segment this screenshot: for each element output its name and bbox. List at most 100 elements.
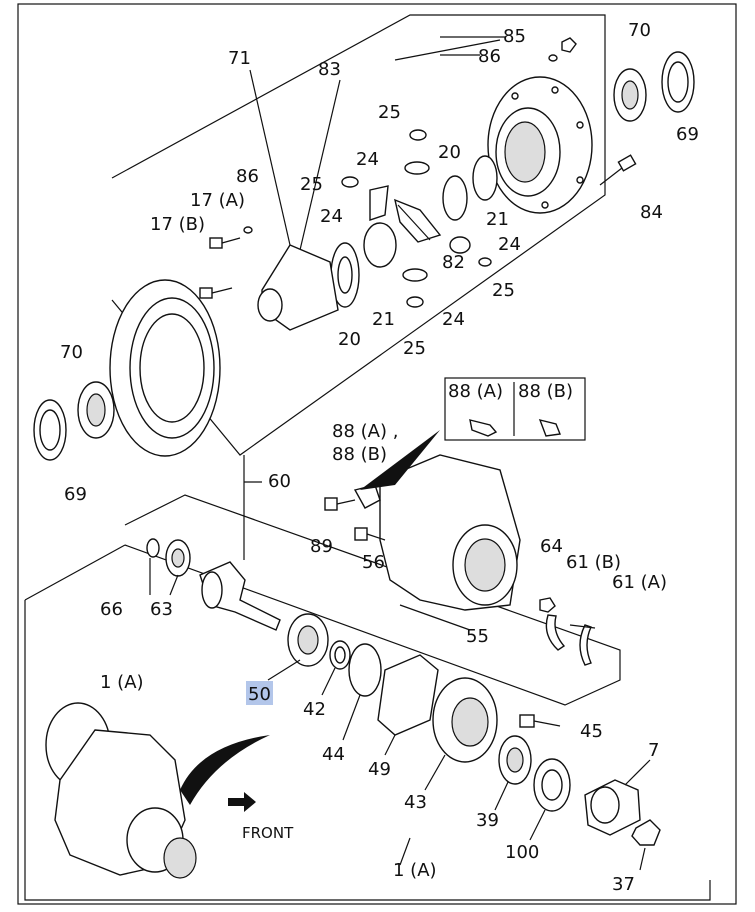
diagram-frame	[17, 3, 737, 905]
leader-50	[267, 659, 301, 681]
label-7: 7	[648, 740, 659, 761]
leader-7	[624, 759, 651, 786]
nut-64	[539, 597, 556, 613]
label-24-d: 24	[442, 309, 465, 330]
label-1a-bottom: 1 (A)	[393, 860, 437, 881]
label-44: 44	[322, 744, 345, 765]
bolt-56	[354, 527, 386, 541]
label-84: 84	[640, 202, 663, 223]
label-25-b: 25	[300, 174, 323, 195]
bearing-63	[165, 539, 191, 577]
leader-1a-bot	[399, 837, 411, 866]
leader-42	[321, 667, 336, 696]
arrow-88	[360, 430, 440, 490]
label-88ab-1: 88 (A) ,	[332, 421, 398, 442]
label-66: 66	[100, 599, 123, 620]
lower-outline-link	[24, 544, 126, 601]
label-17a: 17 (A)	[190, 190, 245, 211]
inset-88-box	[444, 377, 586, 441]
label-25-d: 25	[403, 338, 426, 359]
leader-83	[299, 79, 341, 251]
label-89: 89	[310, 536, 333, 557]
bolt-89	[324, 497, 356, 511]
label-82: 82	[442, 252, 465, 273]
retainer-43	[432, 677, 498, 763]
label-86-top: 86	[478, 46, 501, 67]
label-49: 49	[368, 759, 391, 780]
o-ring-44	[348, 643, 382, 697]
diff-case-half	[257, 244, 339, 331]
label-64: 64	[540, 536, 563, 557]
label-front: FRONT	[242, 824, 294, 842]
bearing-50	[287, 613, 329, 667]
label-88ab-2: 88 (B)	[332, 444, 387, 465]
label-56: 56	[362, 552, 385, 573]
label-60: 60	[268, 471, 291, 492]
leader-39	[494, 781, 509, 811]
leader-71	[249, 69, 291, 246]
label-86-left: 86	[236, 166, 259, 187]
diff-case-outline	[111, 14, 606, 456]
bearing-70-left	[77, 381, 115, 439]
lock-plate-61a	[569, 624, 596, 666]
label-61a: 61 (A)	[612, 572, 667, 593]
label-42: 42	[303, 699, 326, 720]
leader-37	[639, 847, 646, 871]
label-1a-top: 1 (A)	[100, 672, 144, 693]
bolt-84	[599, 154, 637, 186]
label-100: 100	[505, 842, 539, 863]
spacer-42	[329, 640, 351, 670]
label-55: 55	[466, 626, 489, 647]
nut-37	[631, 819, 661, 846]
label-17b: 17 (B)	[150, 214, 205, 235]
label-21-a: 21	[486, 209, 509, 230]
washer-66	[146, 538, 160, 558]
label-20-a: 20	[438, 142, 461, 163]
washer-86-top	[548, 54, 558, 62]
leader-43	[424, 754, 446, 791]
assembled-diff-1a	[45, 702, 197, 879]
front-arrow-icon	[228, 792, 256, 812]
lower-outline	[24, 600, 711, 901]
seal-100	[533, 758, 571, 812]
label-88a-inset: 88 (A)	[448, 381, 503, 402]
bracket-88b	[538, 418, 561, 437]
flange-7	[584, 779, 641, 836]
highlight-50	[246, 681, 273, 705]
leader-55	[399, 604, 471, 631]
arrow-1a	[180, 735, 270, 805]
bolt-45	[519, 714, 561, 728]
spider-gears	[341, 129, 498, 308]
lock-plate-61b	[545, 614, 566, 651]
label-50: 50	[248, 684, 271, 705]
label-25-a: 25	[378, 102, 401, 123]
leader-44	[342, 694, 361, 741]
bolts-17	[199, 226, 253, 299]
label-21-b: 21	[372, 309, 395, 330]
label-85: 85	[503, 26, 526, 47]
label-70-top: 70	[628, 20, 651, 41]
label-25-c: 25	[492, 280, 515, 301]
label-83: 83	[318, 59, 341, 80]
nut-85	[561, 37, 577, 53]
bearing-70-top	[613, 68, 647, 122]
bracket-88a	[469, 419, 498, 437]
label-43: 43	[404, 792, 427, 813]
label-69-top: 69	[676, 124, 699, 145]
pinion-group-outline	[124, 494, 621, 706]
label-71: 71	[228, 48, 251, 69]
seal-69-top	[661, 51, 695, 113]
carrier-housing	[379, 454, 521, 611]
gasket-49	[377, 654, 439, 736]
label-20-b: 20	[338, 329, 361, 350]
label-45: 45	[580, 721, 603, 742]
diff-case-flange	[487, 76, 593, 214]
label-24-a: 24	[356, 149, 379, 170]
label-88b-inset: 88 (B)	[518, 381, 573, 402]
label-39: 39	[476, 810, 499, 831]
label-24-b: 24	[320, 206, 343, 227]
leader-100	[529, 809, 546, 841]
label-37: 37	[612, 874, 635, 895]
label-61b: 61 (B)	[566, 552, 621, 573]
